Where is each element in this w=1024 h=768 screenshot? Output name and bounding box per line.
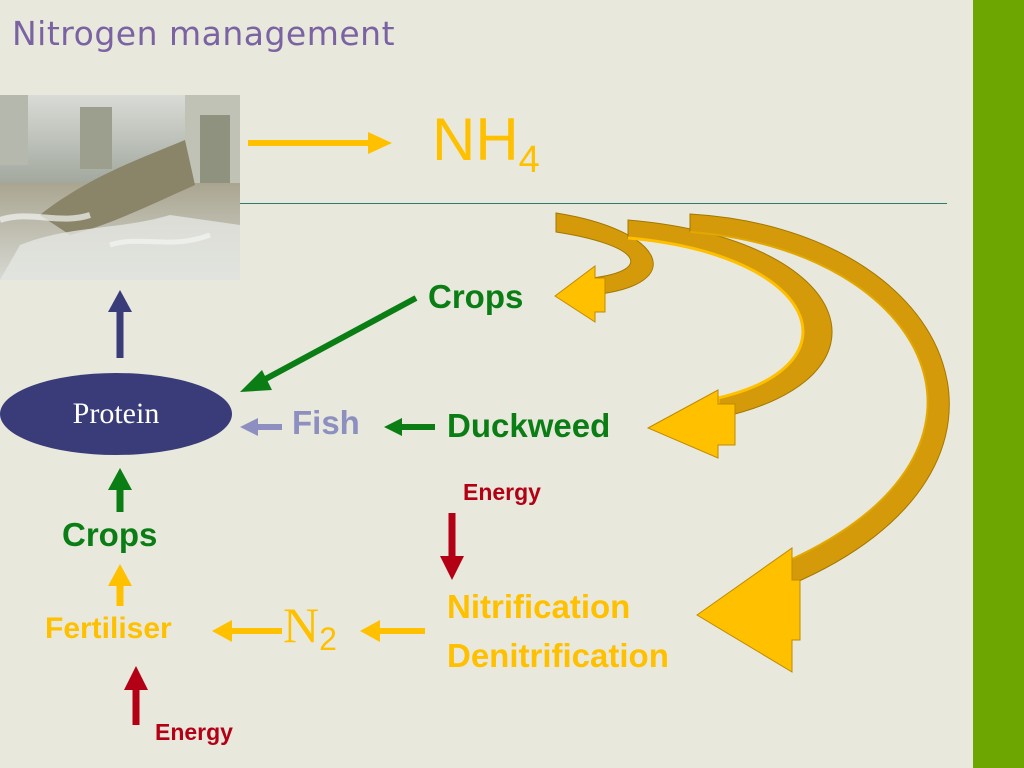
wastewater-photo — [0, 95, 240, 280]
arrow-fish-to-protein — [240, 418, 282, 436]
arrow-crops-to-protein-up — [108, 468, 132, 512]
nitrification-label: Nitrification — [447, 588, 631, 625]
arrow-crops-to-protein — [240, 295, 418, 392]
arrow-nitrification-to-n2 — [360, 620, 425, 642]
divider-line — [240, 203, 947, 204]
arrow-energy-to-nitrification — [440, 513, 464, 580]
fish-label: Fish — [292, 404, 360, 441]
curve-nh4-to-nitrification — [689, 213, 950, 673]
side-accent-bar — [973, 0, 1024, 768]
denitrification-label: Denitrification — [447, 637, 669, 674]
arrow-duckweed-to-fish — [384, 418, 435, 436]
energy-mid-label: Energy — [463, 479, 541, 505]
crops-left-label: Crops — [62, 516, 158, 553]
nh4-label: NH4 — [432, 110, 540, 180]
arrow-photo-to-nh4 — [248, 132, 392, 154]
curve-nh4-to-duckweed — [627, 219, 833, 459]
arrow-fertiliser-to-crops — [108, 564, 132, 606]
nh4-subscript: 4 — [518, 139, 540, 181]
n2-subscript: 2 — [319, 621, 337, 657]
slide-title: Nitrogen management — [12, 14, 396, 53]
arrow-n2-to-fertiliser — [212, 620, 282, 642]
protein-label: Protein — [72, 397, 160, 430]
energy-bottom-label: Energy — [155, 719, 233, 745]
crops-top-label: Crops — [428, 278, 524, 315]
protein-node: Protein — [0, 373, 232, 455]
n2-label: N2 — [283, 597, 337, 655]
arrow-energy-to-fertiliser — [124, 666, 148, 725]
n2-main: N — [283, 597, 320, 653]
nh4-main: NH — [432, 106, 519, 173]
fertiliser-label: Fertiliser — [45, 612, 172, 645]
arrow-protein-to-wastewater — [108, 290, 132, 358]
duckweed-label: Duckweed — [447, 407, 611, 444]
